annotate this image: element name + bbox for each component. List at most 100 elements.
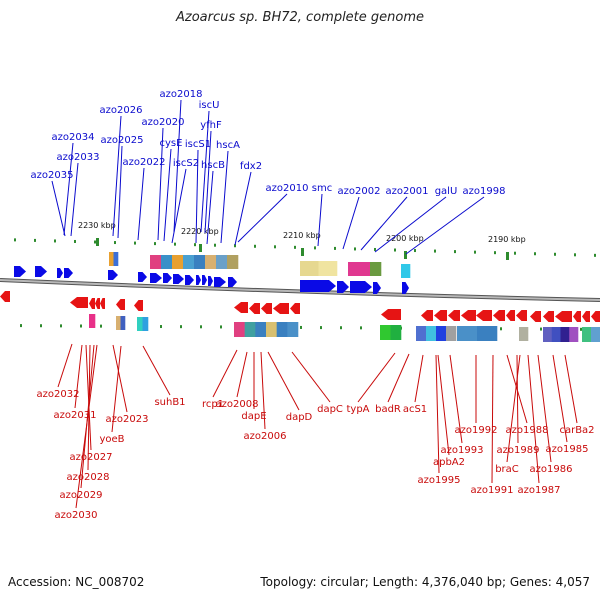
tick-mark-upper — [434, 249, 436, 253]
leader-line-reverse — [357, 352, 396, 403]
accession-label: Accession: NC_008702 — [8, 575, 145, 589]
leader-line-forward — [342, 196, 360, 250]
gene-arrow-forward — [163, 273, 172, 283]
gene-arrow-reverse — [116, 299, 125, 310]
tick-mark-upper — [34, 238, 36, 242]
gene-arrow-forward — [185, 275, 194, 285]
tick-mark-upper — [94, 240, 96, 244]
leader-line-reverse — [564, 354, 578, 424]
protein-domain-block — [380, 325, 391, 340]
gene-label-forward: galU — [435, 186, 458, 197]
gene-arrow-forward — [300, 280, 336, 292]
tick-mark-upper — [394, 248, 396, 252]
protein-domain-block — [244, 322, 256, 337]
leader-line-forward — [206, 170, 214, 245]
tick-mark-lower — [200, 325, 202, 329]
leader-line-forward — [237, 193, 288, 243]
gene-arrow-reverse — [493, 310, 505, 321]
gene-arrow-reverse — [543, 311, 554, 322]
leader-line-forward — [200, 110, 210, 233]
tick-mark-lower — [180, 325, 182, 329]
protein-domain-block — [194, 255, 206, 269]
leader-line-reverse — [111, 345, 122, 433]
gene-arrow-reverse — [573, 311, 581, 322]
gene-label-reverse: azo1988 — [506, 425, 549, 436]
gene-label-reverse: carBa2 — [559, 425, 594, 436]
ruler-major-tick — [301, 248, 304, 256]
gene-label-reverse: dapE — [241, 411, 266, 422]
protein-domain-block — [582, 327, 592, 342]
genome-summary: Topology: circular; Length: 4,376,040 bp… — [260, 575, 590, 589]
gene-label-forward: azo2033 — [57, 152, 100, 163]
ruler-major-tick — [506, 252, 509, 260]
gene-label-forward: azo2020 — [142, 117, 185, 128]
tick-mark-upper — [174, 242, 176, 246]
gene-arrow-forward — [57, 268, 63, 278]
tick-mark-upper — [254, 244, 256, 248]
gene-arrow-reverse — [100, 298, 105, 309]
tick-mark-upper — [354, 247, 356, 251]
gene-arrow-reverse — [516, 310, 527, 321]
gene-label-forward: azo2026 — [100, 105, 143, 116]
protein-domain-block — [390, 325, 402, 340]
protein-domain-block — [401, 264, 411, 278]
tick-mark-lower — [60, 324, 62, 328]
ruler-label: 2220 kbp — [181, 227, 219, 236]
gene-label-forward: azo2034 — [52, 132, 95, 143]
ruler-major-tick — [199, 244, 202, 252]
tick-mark-lower — [80, 324, 82, 328]
ruler-label: 2200 kbp — [386, 234, 424, 243]
protein-domain-block — [551, 327, 561, 342]
tick-mark-upper — [514, 251, 516, 255]
protein-domain-block — [543, 327, 553, 342]
gene-label-reverse: rcp1 — [202, 399, 224, 410]
protein-domain-block — [142, 317, 149, 331]
gene-arrow-reverse — [249, 303, 260, 314]
protein-domain-block — [113, 252, 119, 266]
gene-label-reverse: azo1986 — [530, 464, 573, 475]
gene-arrow-forward — [402, 282, 409, 294]
tick-mark-upper — [494, 251, 496, 255]
gene-label-reverse: azo1993 — [441, 445, 484, 456]
leader-line-reverse — [212, 349, 238, 398]
leader-line-forward — [204, 130, 212, 234]
gene-arrow-reverse — [476, 310, 492, 321]
gene-arrow-reverse — [95, 298, 100, 309]
gene-arrow-reverse — [134, 300, 143, 311]
gene-arrow-forward — [337, 281, 349, 293]
leader-line-reverse — [449, 354, 463, 444]
tick-mark-upper — [54, 239, 56, 243]
tick-mark-upper — [74, 239, 76, 243]
gene-arrow-reverse — [555, 311, 572, 322]
tick-mark-lower — [20, 324, 22, 328]
gene-label-reverse: apbA2 — [433, 457, 465, 468]
protein-domain-block — [183, 255, 195, 269]
gene-arrow-reverse — [421, 310, 433, 321]
tick-mark-upper — [214, 243, 216, 247]
gene-arrow-forward — [138, 272, 147, 282]
gene-label-reverse: azo1987 — [518, 485, 561, 496]
gene-label-reverse: braC — [495, 464, 519, 475]
tick-mark-lower — [360, 326, 362, 330]
leader-line-reverse — [291, 351, 331, 403]
gene-label-reverse: acS1 — [403, 404, 427, 415]
protein-domain-block — [348, 262, 360, 276]
gene-label-reverse: azo2023 — [106, 414, 149, 425]
leader-line-reverse — [437, 354, 450, 456]
gene-arrow-reverse — [0, 291, 10, 302]
leader-line-forward — [63, 142, 74, 236]
leader-line-reverse — [537, 354, 552, 463]
leader-line-forward — [173, 99, 182, 233]
gene-arrow-reverse — [381, 309, 401, 320]
gene-label-forward: azo2001 — [386, 186, 429, 197]
gene-label-reverse: azo1989 — [497, 445, 540, 456]
gene-label-reverse: azo1992 — [455, 425, 498, 436]
protein-domain-block — [205, 255, 217, 269]
gene-arrow-reverse — [582, 311, 590, 322]
protein-domain-block — [591, 327, 600, 342]
leader-line-forward — [117, 145, 123, 239]
gene-arrow-forward — [196, 275, 201, 285]
leader-line-reverse — [75, 344, 98, 509]
gene-label-forward: hscB — [201, 160, 225, 171]
gene-label-reverse: azo1991 — [471, 485, 514, 496]
